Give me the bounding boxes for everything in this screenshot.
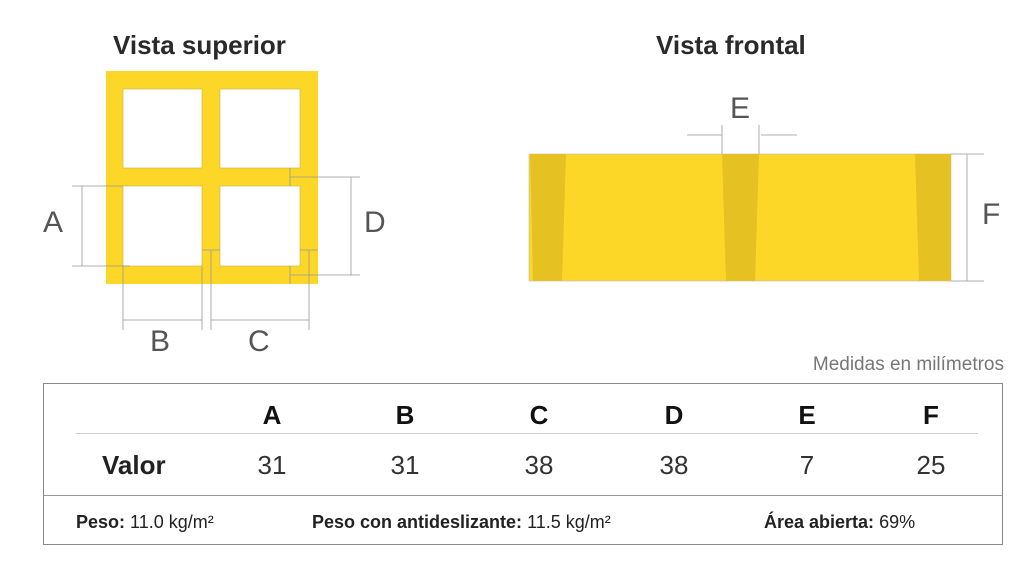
area-abierta: Área abierta: 69% — [764, 512, 916, 532]
dim-label-b: B — [150, 325, 171, 358]
value-b: 31 — [390, 450, 420, 480]
value-f: 25 — [916, 450, 946, 480]
col-header-c: C — [529, 400, 549, 430]
value-a: 31 — [257, 450, 287, 480]
specs-table: A B C D E F Valor 31 31 38 38 7 25 Peso:… — [43, 383, 1003, 545]
row-label: Valor — [102, 450, 166, 480]
col-header-e: E — [798, 400, 816, 430]
dim-label-d: D — [364, 206, 386, 239]
top-view-dimension-lines — [72, 168, 360, 330]
units-note: Medidas en milímetros — [812, 354, 1004, 375]
front-view-grating — [528, 153, 952, 282]
footer-divider — [44, 495, 1002, 496]
value-e: 7 — [799, 450, 815, 480]
drawing — [72, 71, 984, 330]
front-view-dimension-lines — [687, 125, 984, 282]
top-view-title: Vista superior — [113, 30, 286, 60]
value-d: 38 — [659, 450, 689, 480]
dim-label-f: F — [982, 198, 1001, 231]
col-header-d: D — [664, 400, 684, 430]
col-header-a: A — [262, 400, 282, 430]
dim-label-e: E — [730, 92, 751, 125]
peso-antideslizante: Peso con antideslizante: 11.5 kg/m² — [312, 512, 611, 532]
front-view-title: Vista frontal — [656, 30, 806, 60]
value-c: 38 — [524, 450, 554, 480]
dim-label-c: C — [248, 325, 270, 358]
header-divider — [76, 433, 978, 434]
top-view-grating — [106, 71, 318, 284]
col-header-f: F — [923, 400, 939, 430]
col-header-b: B — [395, 400, 415, 430]
peso: Peso: 11.0 kg/m² — [76, 512, 214, 532]
dim-label-a: A — [43, 206, 64, 239]
